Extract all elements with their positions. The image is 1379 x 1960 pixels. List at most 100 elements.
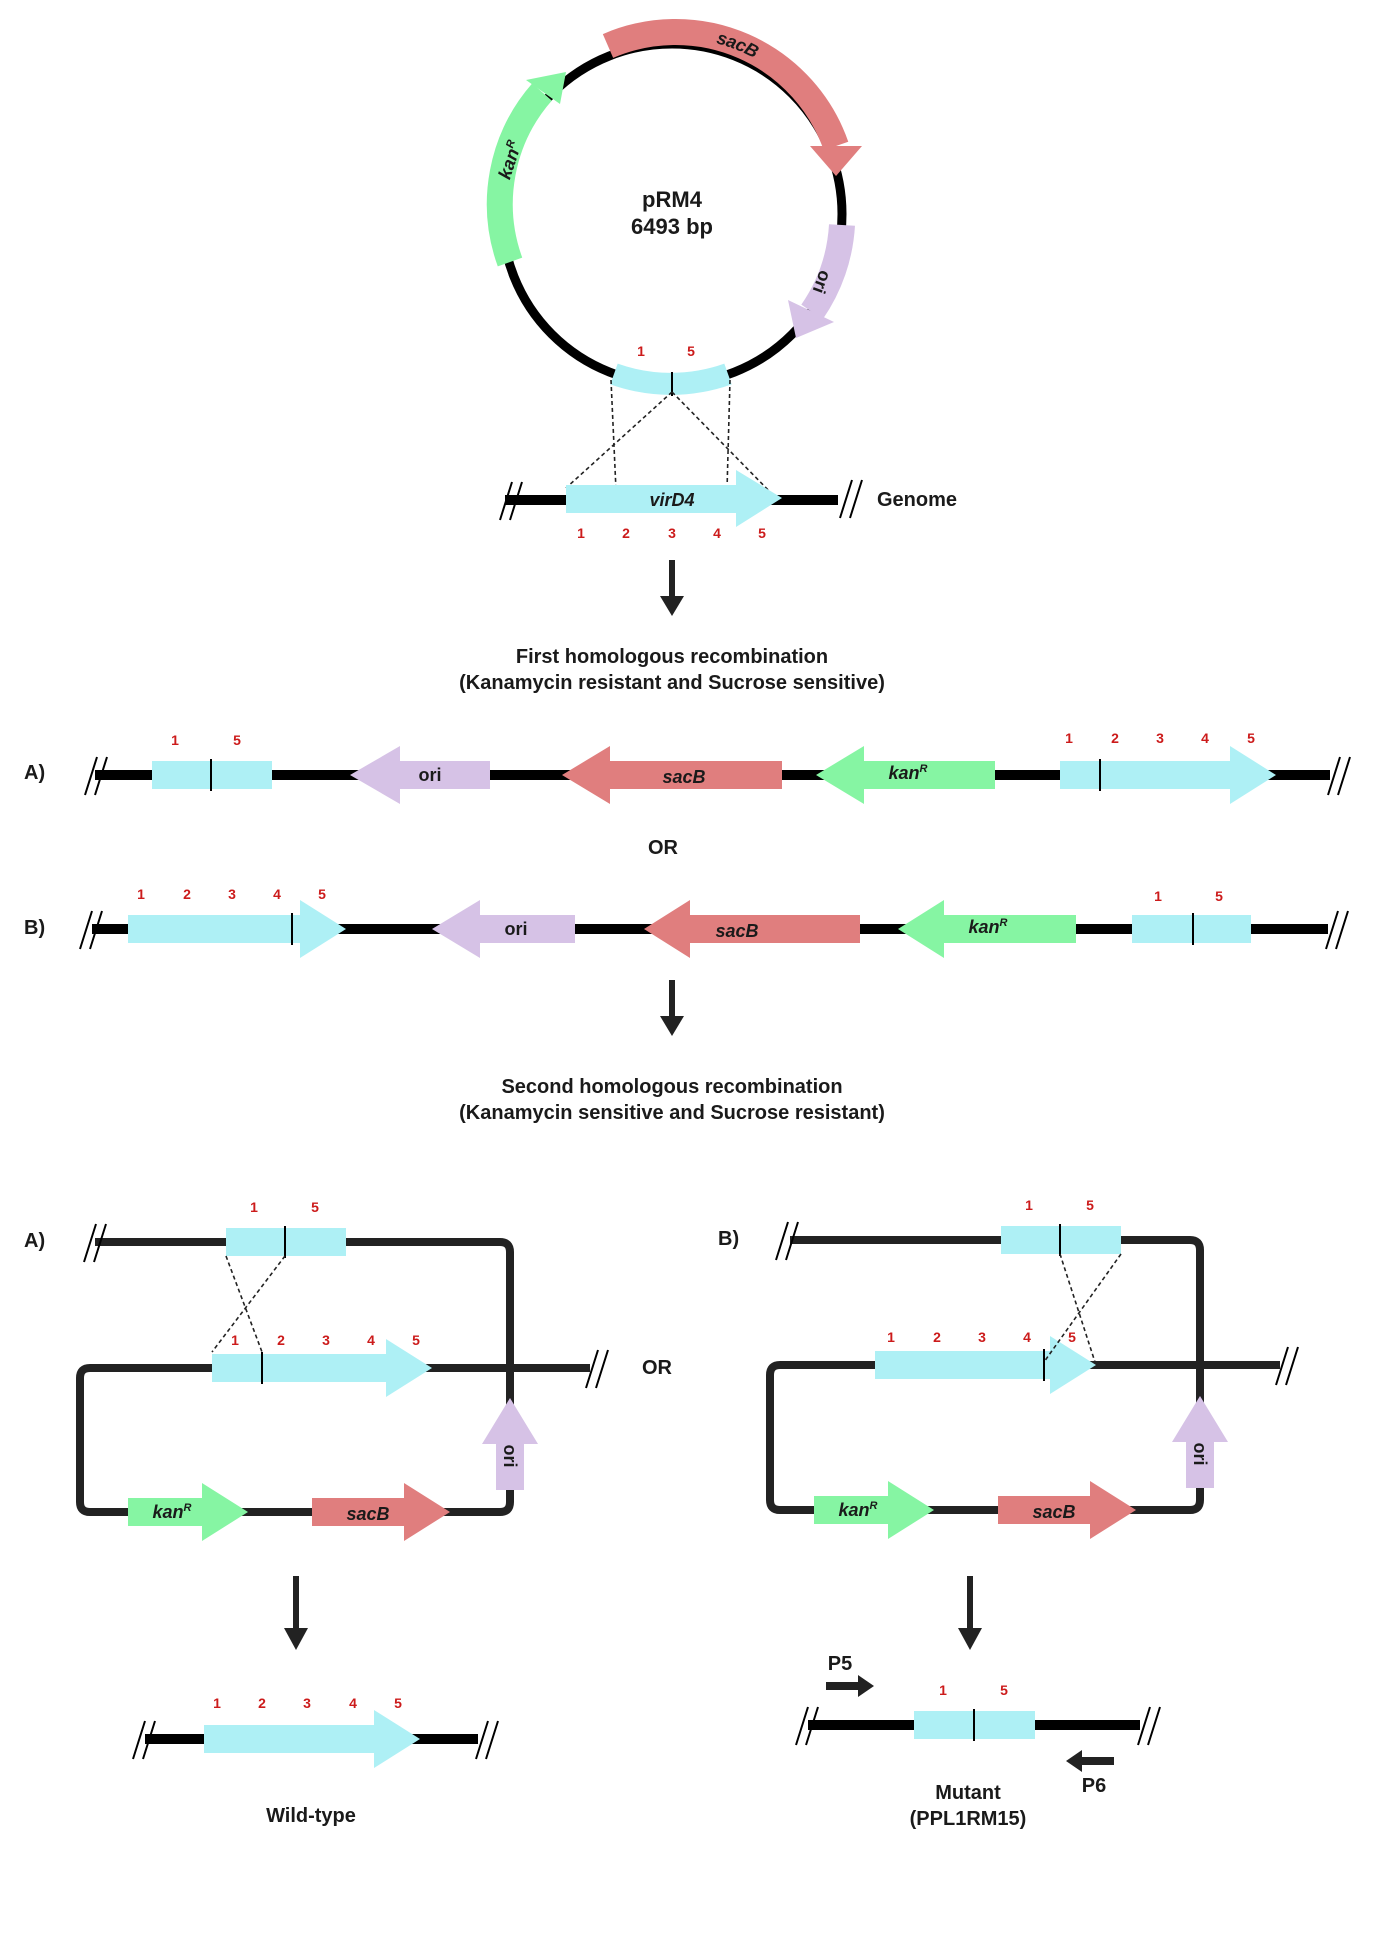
svg-text:1: 1 xyxy=(231,1332,239,1348)
excision-a: A) 1 5 1 2 3 4 5 kanR sacB ori xyxy=(24,1199,609,1541)
homology-box xyxy=(1132,915,1251,943)
svg-text:5: 5 xyxy=(233,732,241,748)
panel-label: A) xyxy=(24,762,45,784)
svg-text:3: 3 xyxy=(978,1329,986,1345)
svg-text:3: 3 xyxy=(303,1695,311,1711)
plasmid-homology-region: 1 5 xyxy=(610,343,732,396)
genome-label: Genome xyxy=(877,489,957,511)
integration-a: A) 1 5 ori sacB kanR 1 2 3 4 5 xyxy=(24,730,1351,804)
sacB-arrow xyxy=(644,900,860,958)
svg-text:1: 1 xyxy=(1025,1197,1033,1213)
svg-text:1: 1 xyxy=(577,525,585,541)
plasmid-size: 6493 bp xyxy=(631,214,713,239)
svg-text:4: 4 xyxy=(713,525,721,541)
svg-text:3: 3 xyxy=(1156,730,1164,746)
svg-text:4: 4 xyxy=(349,1695,357,1711)
virD4-gene-arrow xyxy=(566,470,782,527)
svg-text:2: 2 xyxy=(933,1329,941,1345)
primer-p5-arrow xyxy=(826,1675,874,1697)
excision-b: B) 1 5 1 2 3 4 5 kanR sacB ori xyxy=(718,1197,1299,1539)
svg-text:3: 3 xyxy=(322,1332,330,1348)
svg-text:ori: ori xyxy=(504,919,527,939)
process-arrow xyxy=(284,1576,308,1650)
svg-text:ori: ori xyxy=(418,765,441,785)
svg-text:2: 2 xyxy=(258,1695,266,1711)
svg-text:1: 1 xyxy=(637,343,645,359)
kanR-arrow xyxy=(816,746,995,804)
mutant-result: 1 5 P5 P6 Mutant (PPL1RM15) xyxy=(795,1653,1161,1830)
svg-text:1: 1 xyxy=(250,1199,258,1215)
svg-text:1: 1 xyxy=(137,886,145,902)
ori-arrow xyxy=(482,1398,538,1490)
step2-title: Second homologous recombination xyxy=(501,1076,842,1098)
svg-text:1: 1 xyxy=(1065,730,1073,746)
kanR-arrow xyxy=(898,900,1076,958)
svg-text:kanR: kanR xyxy=(839,1500,878,1520)
excision-a-path xyxy=(76,1238,590,1516)
ori-arrow xyxy=(1172,1396,1228,1488)
primer-p6-arrow xyxy=(1066,1750,1114,1772)
primer-p6-label: P6 xyxy=(1082,1775,1106,1797)
process-arrow xyxy=(660,560,684,616)
svg-text:sacB: sacB xyxy=(662,767,705,787)
step2-subtitle: (Kanamycin sensitive and Sucrose resista… xyxy=(459,1102,885,1124)
break-mark xyxy=(499,481,523,521)
svg-text:5: 5 xyxy=(1086,1197,1094,1213)
plasmid-name: pRM4 xyxy=(642,187,703,212)
svg-text:kanR: kanR xyxy=(889,763,928,783)
plasmid-kanR-gene: kanR xyxy=(486,72,566,267)
virD4-gene-arrow xyxy=(1060,746,1276,804)
svg-text:1: 1 xyxy=(1154,888,1162,904)
svg-text:4: 4 xyxy=(1201,730,1209,746)
plasmid-crossover-lines xyxy=(565,379,779,501)
kanR-arrow xyxy=(814,1481,934,1539)
excision-b-path xyxy=(766,1236,1280,1514)
svg-text:5: 5 xyxy=(758,525,766,541)
ori-arrow xyxy=(432,900,575,958)
svg-text:sacB: sacB xyxy=(715,921,758,941)
svg-text:5: 5 xyxy=(318,886,326,902)
svg-text:2: 2 xyxy=(622,525,630,541)
svg-text:2: 2 xyxy=(183,886,191,902)
svg-text:1: 1 xyxy=(939,1682,947,1698)
sacB-arrow xyxy=(312,1483,450,1541)
plasmid: sacB ori kanR 1 5 pRM4 6493 bp xyxy=(486,19,862,396)
mutant-strain: (PPL1RM15) xyxy=(910,1808,1027,1830)
svg-text:ori: ori xyxy=(1190,1442,1210,1465)
step1-subtitle: (Kanamycin resistant and Sucrose sensiti… xyxy=(459,672,885,694)
svg-text:1: 1 xyxy=(213,1695,221,1711)
svg-text:5: 5 xyxy=(1068,1329,1076,1345)
genome-locus: virD4 1 2 3 4 5 Genome xyxy=(499,470,957,541)
or-text: OR xyxy=(642,1357,673,1379)
sacB-arrow xyxy=(562,746,782,804)
virD4-gene-arrow xyxy=(875,1336,1096,1394)
svg-text:3: 3 xyxy=(228,886,236,902)
primer-p5-label: P5 xyxy=(828,1653,852,1675)
step1-title: First homologous recombination xyxy=(516,646,828,668)
virD4-gene-arrow xyxy=(204,1710,420,1768)
svg-text:sacB: sacB xyxy=(1032,1502,1075,1522)
svg-text:1: 1 xyxy=(887,1329,895,1345)
svg-text:3: 3 xyxy=(668,525,676,541)
svg-text:4: 4 xyxy=(273,886,281,902)
kanR-arrow xyxy=(128,1483,248,1541)
process-arrow xyxy=(660,980,684,1036)
svg-text:5: 5 xyxy=(394,1695,402,1711)
wildtype-result: 1 2 3 4 5 Wild-type xyxy=(132,1695,499,1827)
or-text: OR xyxy=(648,837,679,859)
svg-text:5: 5 xyxy=(412,1332,420,1348)
virD4-gene-arrow xyxy=(212,1339,432,1397)
panel-label: B) xyxy=(24,917,45,939)
svg-text:ori: ori xyxy=(500,1444,520,1467)
svg-text:1: 1 xyxy=(171,732,179,748)
ori-arrow xyxy=(350,746,490,804)
sacB-arrow xyxy=(998,1481,1136,1539)
svg-text:sacB: sacB xyxy=(346,1504,389,1524)
svg-text:2: 2 xyxy=(1111,730,1119,746)
svg-text:kanR: kanR xyxy=(153,1502,192,1522)
wildtype-label: Wild-type xyxy=(266,1805,356,1827)
svg-text:4: 4 xyxy=(1023,1329,1031,1345)
process-arrow xyxy=(958,1576,982,1650)
mutant-label: Mutant xyxy=(935,1782,1001,1804)
